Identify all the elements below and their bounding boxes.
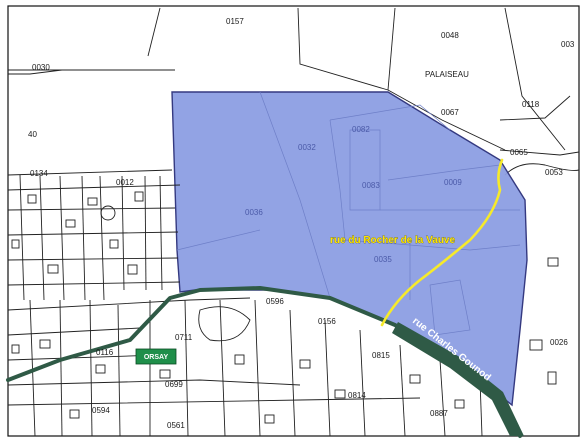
parcel-label: 0134	[30, 169, 48, 178]
parcel-label: 0157	[226, 17, 244, 26]
zone-parcel-label: 0035	[374, 255, 392, 264]
lower-residential-parcels	[7, 257, 559, 437]
parcel-label: 0026	[550, 338, 568, 347]
parcel-label: 0814	[348, 391, 366, 400]
parcel-label: 0048	[441, 31, 459, 40]
parcel-label: 0699	[165, 380, 183, 389]
parcel-label: 0815	[372, 351, 390, 360]
parcel-label: 0012	[116, 178, 134, 187]
parcel-label: 0596	[266, 297, 284, 306]
place-label-orsay: ORSAY	[144, 354, 169, 361]
left-residential-parcels	[7, 169, 181, 301]
yellow-road-rocher	[380, 158, 504, 327]
parcel-label: 0561	[167, 421, 185, 430]
parcel-label: 0053	[545, 168, 563, 177]
parcel-label: 003	[561, 40, 575, 49]
zone-parcel-label: 0036	[245, 208, 263, 217]
zone-parcel-label: 0082	[352, 125, 370, 134]
road-label-rocher-de-la-vauve: rue du Rocher de la Vauve	[330, 235, 455, 246]
parcel-label: 0067	[441, 108, 459, 117]
zone-parcel-label: 0009	[444, 178, 462, 187]
parcel-label: 0887	[430, 409, 448, 418]
parcel-label: 0116	[96, 348, 114, 357]
parcel-label: 0030	[32, 63, 50, 72]
parcel-label: 0711	[175, 333, 193, 342]
orsay-badge: ORSAY	[135, 348, 177, 365]
parcel-label: 0156	[318, 317, 336, 326]
parcel-label: 0065	[510, 148, 528, 157]
zone-parcel-label: 0083	[362, 181, 380, 190]
zone-parcel-label: 0032	[298, 143, 316, 152]
upper-parcel-lines	[8, 7, 580, 176]
place-label-palaiseau: PALAISEAU	[425, 70, 469, 79]
parcel-label: 0594	[92, 406, 110, 415]
green-road-band	[392, 322, 524, 436]
parcel-label: 40	[28, 130, 37, 139]
parcel-label: 0118	[522, 100, 540, 109]
